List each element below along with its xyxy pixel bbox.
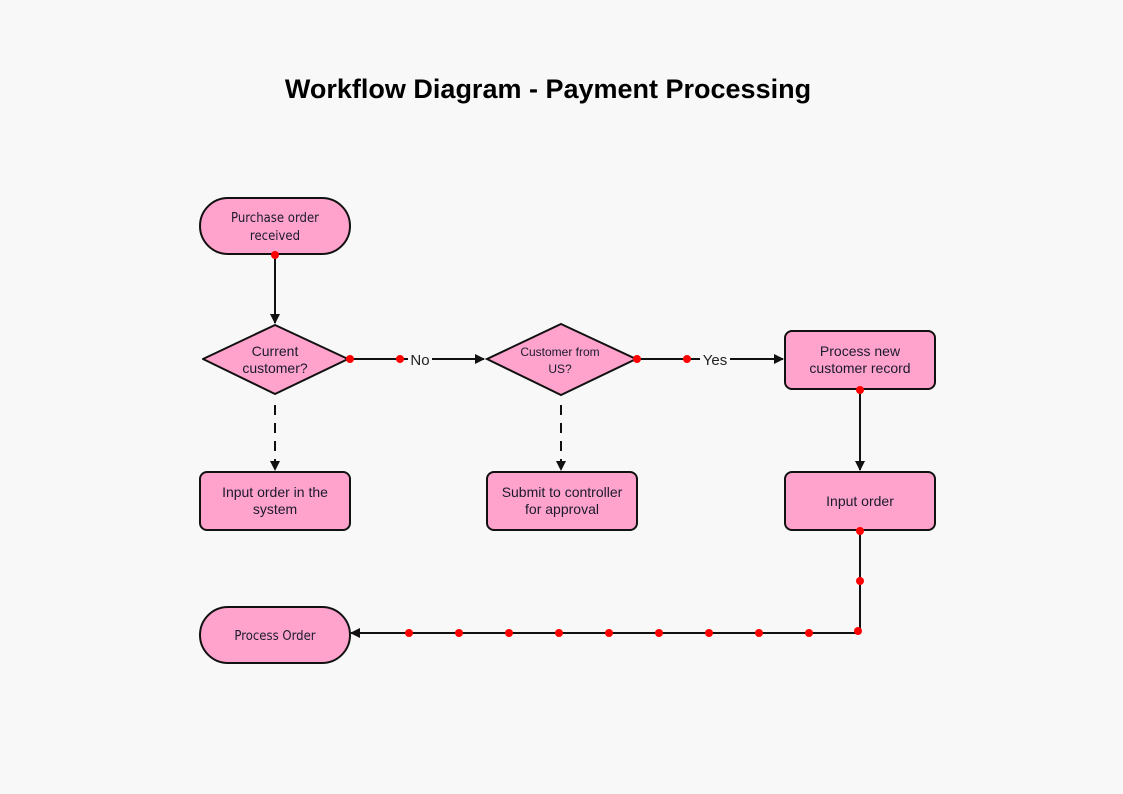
node-text-line: Current: [252, 343, 299, 359]
node-text-line: system: [253, 501, 297, 517]
diagram-title: Workflow Diagram - Payment Processing: [284, 74, 812, 104]
node-current-customer-decision[interactable]: Current customer?: [202, 324, 349, 395]
node-text-line: for approval: [525, 501, 599, 517]
edge-label-no: No: [410, 352, 429, 369]
connector-dot[interactable]: [856, 527, 864, 535]
connector-dot[interactable]: [854, 627, 862, 635]
node-text-line: Customer from: [520, 345, 599, 359]
connector-dot[interactable]: [396, 355, 404, 363]
node-input-order-in-system[interactable]: Input order in the system: [199, 471, 351, 531]
connector-dot[interactable]: [271, 251, 279, 259]
connector-dot[interactable]: [856, 577, 864, 585]
node-text-line: received: [250, 229, 300, 244]
node-text-line: customer?: [242, 360, 308, 376]
node-text-line: US?: [548, 362, 572, 376]
connector-dots: [271, 251, 864, 637]
node-text-line: Process Order: [234, 629, 315, 644]
node-text-line: customer record: [809, 360, 910, 376]
node-process-new-customer-record[interactable]: Process new customer record: [784, 330, 936, 390]
node-text-line: Submit to controller: [502, 484, 623, 500]
connector-dot[interactable]: [705, 629, 713, 637]
label-bg-no: [408, 350, 432, 368]
connector-dot[interactable]: [755, 629, 763, 637]
connector-dot[interactable]: [655, 629, 663, 637]
node-text-line: Process new: [820, 343, 901, 359]
connector-dot[interactable]: [555, 629, 563, 637]
node-purchase-order-received[interactable]: Purchase order received: [199, 197, 351, 255]
node-text-line: Input order in the: [222, 484, 328, 500]
connector-dot[interactable]: [856, 386, 864, 394]
node-process-order[interactable]: Process Order: [199, 606, 351, 664]
connector-dot[interactable]: [455, 629, 463, 637]
node-customer-from-us-decision[interactable]: Customer from US?: [484, 322, 639, 397]
node-submit-to-controller[interactable]: Submit to controller for approval: [486, 471, 638, 531]
node-text-line: Purchase order: [231, 211, 319, 226]
edges: [270, 255, 865, 638]
connector-dot[interactable]: [505, 629, 513, 637]
node-input-order[interactable]: Input order: [784, 471, 936, 531]
connector-dot[interactable]: [633, 355, 641, 363]
connector-dot[interactable]: [405, 629, 413, 637]
node-text-line: Input order: [826, 493, 894, 509]
connector-dot[interactable]: [683, 355, 691, 363]
edge-input-order-to-process-order[interactable]: [350, 531, 861, 638]
connector-dot[interactable]: [346, 355, 354, 363]
connector-dot[interactable]: [605, 629, 613, 637]
label-bg-yes: [700, 350, 730, 368]
connector-dot[interactable]: [805, 629, 813, 637]
edge-label-yes: Yes: [703, 352, 727, 369]
